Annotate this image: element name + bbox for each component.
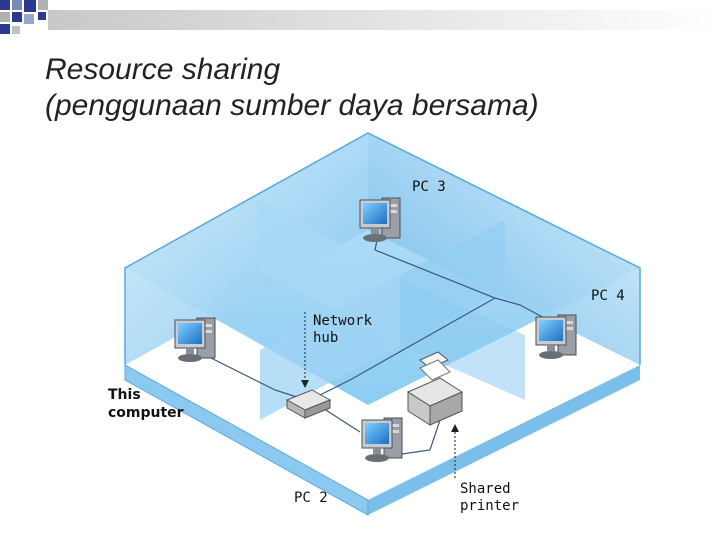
partition-wall	[260, 275, 400, 420]
pc3-label: PC 3	[412, 179, 446, 195]
header-gradient-bar	[48, 10, 720, 30]
deco-square	[0, 0, 10, 10]
pc2-label: PC 2	[294, 490, 328, 506]
pc2-computer-icon	[361, 417, 403, 463]
pc3-computer-icon	[359, 197, 401, 243]
printer-label-line1: Shared	[460, 481, 511, 497]
deco-square	[12, 26, 20, 34]
printer-pointer-arrow-icon	[451, 424, 459, 432]
this-computer-icon	[174, 317, 216, 363]
hub-pointer-arrow-icon	[301, 380, 309, 388]
slide-title: Resource sharing (penggunaan sumber daya…	[45, 52, 715, 132]
this-computer-label-line1: This	[108, 387, 141, 403]
network-cable	[204, 354, 301, 399]
network-cable	[309, 297, 496, 401]
deco-square	[38, 12, 46, 20]
deco-square	[0, 24, 10, 34]
deco-square	[24, 0, 36, 12]
back-left-wall	[125, 133, 368, 365]
front-left-wall	[125, 365, 368, 515]
hub-label-line1: Network	[313, 313, 373, 329]
deco-square	[24, 14, 34, 24]
slide-title-line1: Resource sharing	[45, 53, 281, 86]
pc4-label: PC 4	[591, 288, 625, 304]
deco-square	[12, 0, 22, 10]
printer-label-line2: printer	[460, 498, 519, 514]
slide-title-line2: (penggunaan sumber daya bersama)	[45, 89, 539, 122]
front-right-wall	[368, 365, 640, 515]
hub-label-line2: hub	[313, 330, 338, 346]
deco-square	[0, 12, 10, 22]
printer-icon	[406, 351, 464, 426]
pc4-computer-icon	[535, 314, 577, 360]
network-hub-icon	[285, 389, 332, 419]
network-cable	[394, 419, 441, 456]
deco-square	[38, 0, 48, 10]
slide-header-decoration	[0, 0, 720, 34]
deco-square	[12, 12, 22, 22]
this-computer-label-line2: computer	[108, 405, 184, 421]
partition-wall	[400, 280, 525, 400]
